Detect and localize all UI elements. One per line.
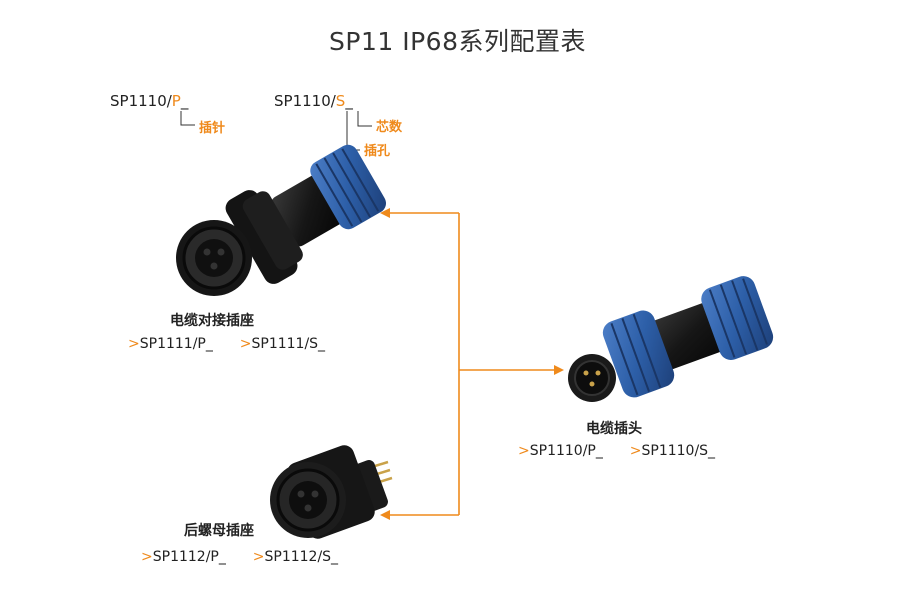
rear-nut-socket-part-numbers: >SP1112/P_ >SP1112/S_: [141, 549, 338, 565]
connection-arrows: [380, 208, 564, 520]
cable-plug-part-plug: SP1110/P_: [529, 443, 603, 459]
cable-coupler-part-numbers: >SP1111/P_ >SP1111/S_: [128, 336, 325, 352]
cable-plug-image: [568, 276, 774, 402]
legend-brackets: [180, 111, 372, 151]
cable-plug-marker-plug: >: [518, 443, 530, 459]
rear-nut-socket-marker-socket: >: [252, 549, 265, 565]
rear-nut-socket-name: 后螺母插座: [184, 523, 254, 539]
plug-code-letter: P: [171, 92, 181, 110]
rear-nut-socket-image: [270, 445, 393, 539]
cable-coupler-part-plug: SP1111/P_: [139, 336, 213, 352]
socket-code-letter: S: [335, 92, 346, 110]
socket-note-hole: 插孔: [364, 144, 391, 159]
cable-plug-part-numbers: >SP1110/P_ >SP1110/S_: [518, 443, 715, 459]
plug-code-suffix: _: [180, 92, 189, 110]
cable-coupler-marker-socket: >: [239, 336, 252, 352]
rear-nut-socket-part-socket: SP1112/S_: [264, 549, 339, 565]
cable-coupler-name: 电缆对接插座: [170, 313, 254, 329]
socket-code-prefix: SP1110/: [274, 92, 336, 110]
cable-plug-part-socket: SP1110/S_: [641, 443, 716, 459]
plug-code: SP1110/P_: [110, 92, 188, 110]
socket-code-suffix: _: [345, 92, 353, 110]
cable-plug-name: 电缆插头: [586, 421, 642, 437]
cable-coupler-part-socket: SP1111/S_: [251, 336, 326, 352]
plug-note: 插针: [199, 121, 226, 136]
cable-coupler-marker-plug: >: [128, 336, 140, 352]
cable-plug-marker-socket: >: [629, 443, 642, 459]
page-title: SP11 IP68系列配置表: [329, 27, 586, 56]
plug-code-prefix: SP1110/: [110, 92, 172, 110]
socket-code: SP1110/S_: [274, 92, 353, 110]
rear-nut-socket-marker-plug: >: [141, 549, 153, 565]
socket-note-cores: 芯数: [376, 120, 403, 135]
rear-nut-socket-part-plug: SP1112/P_: [152, 549, 226, 565]
cable-coupler-image: [176, 144, 386, 296]
